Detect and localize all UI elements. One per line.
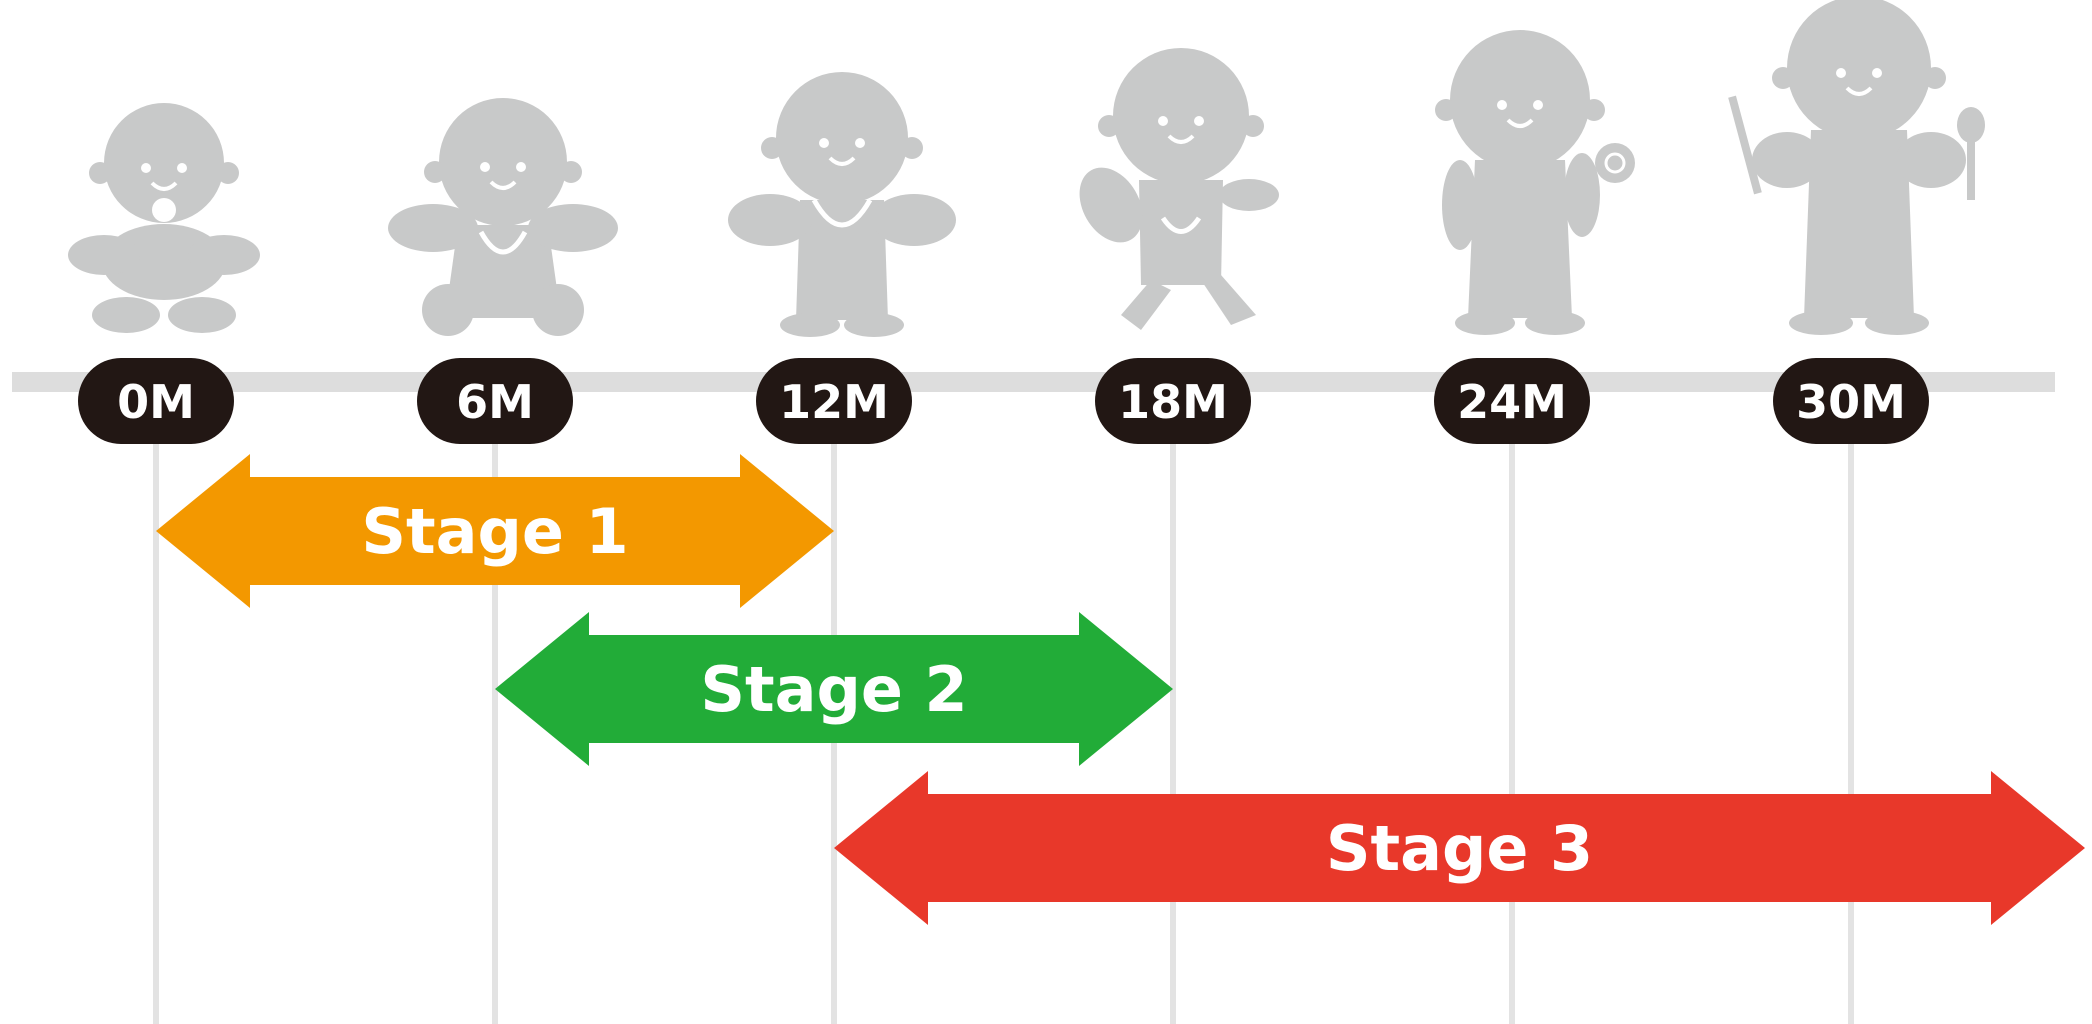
standing-baby-icon bbox=[728, 72, 956, 337]
badge-label: 18M bbox=[1118, 375, 1228, 429]
month-badge: 18M bbox=[1095, 358, 1251, 444]
stage-label: Stage 2 bbox=[700, 653, 967, 726]
month-badge: 12M bbox=[756, 358, 912, 444]
badge-pill bbox=[1095, 358, 1251, 444]
month-badge: 6M bbox=[417, 358, 573, 444]
timeline-axis bbox=[12, 372, 2055, 392]
stage-arrow: Stage 1 bbox=[156, 454, 834, 608]
stage-arrows: Stage 1 Stage 2 Stage 3 bbox=[156, 454, 2085, 925]
month-badge: 24M bbox=[1434, 358, 1590, 444]
badge-label: 12M bbox=[779, 375, 889, 429]
newborn-baby-icon bbox=[68, 103, 260, 333]
badge-label: 6M bbox=[456, 375, 534, 429]
month-badge: 30M bbox=[1773, 358, 1929, 444]
stage-arrow-shape bbox=[834, 771, 2085, 925]
gridline-0m bbox=[153, 440, 159, 1024]
toddler-fork-spoon-icon bbox=[1728, 0, 1985, 335]
badge-pill bbox=[78, 358, 234, 444]
gridline-6m bbox=[492, 440, 498, 1024]
badge-pill bbox=[1434, 358, 1590, 444]
badge-pill bbox=[1773, 358, 1929, 444]
walking-baby-icon bbox=[1079, 48, 1279, 330]
stage-arrow-shape bbox=[156, 454, 834, 608]
badge-label: 0M bbox=[117, 375, 195, 429]
stage-label: Stage 3 bbox=[1326, 812, 1593, 885]
badge-pill bbox=[417, 358, 573, 444]
gridline-18m bbox=[1170, 440, 1176, 1024]
stage-arrow-shape bbox=[495, 612, 1173, 766]
badge-label: 24M bbox=[1457, 375, 1567, 429]
stage-arrow: Stage 2 bbox=[495, 612, 1173, 766]
toddler-lollipop-icon bbox=[1435, 30, 1635, 335]
baby-figures bbox=[68, 0, 1985, 337]
month-badges: 0M 6M 12M 18M 24M 30M bbox=[78, 358, 1929, 444]
gridline-24m bbox=[1509, 440, 1515, 1024]
month-badge: 0M bbox=[78, 358, 234, 444]
stage-label: Stage 1 bbox=[361, 495, 628, 568]
badge-pill bbox=[756, 358, 912, 444]
stage-arrow: Stage 3 bbox=[834, 771, 2085, 925]
gridline-30m bbox=[1848, 440, 1854, 1024]
sitting-baby-icon bbox=[388, 98, 618, 336]
badge-label: 30M bbox=[1796, 375, 1906, 429]
